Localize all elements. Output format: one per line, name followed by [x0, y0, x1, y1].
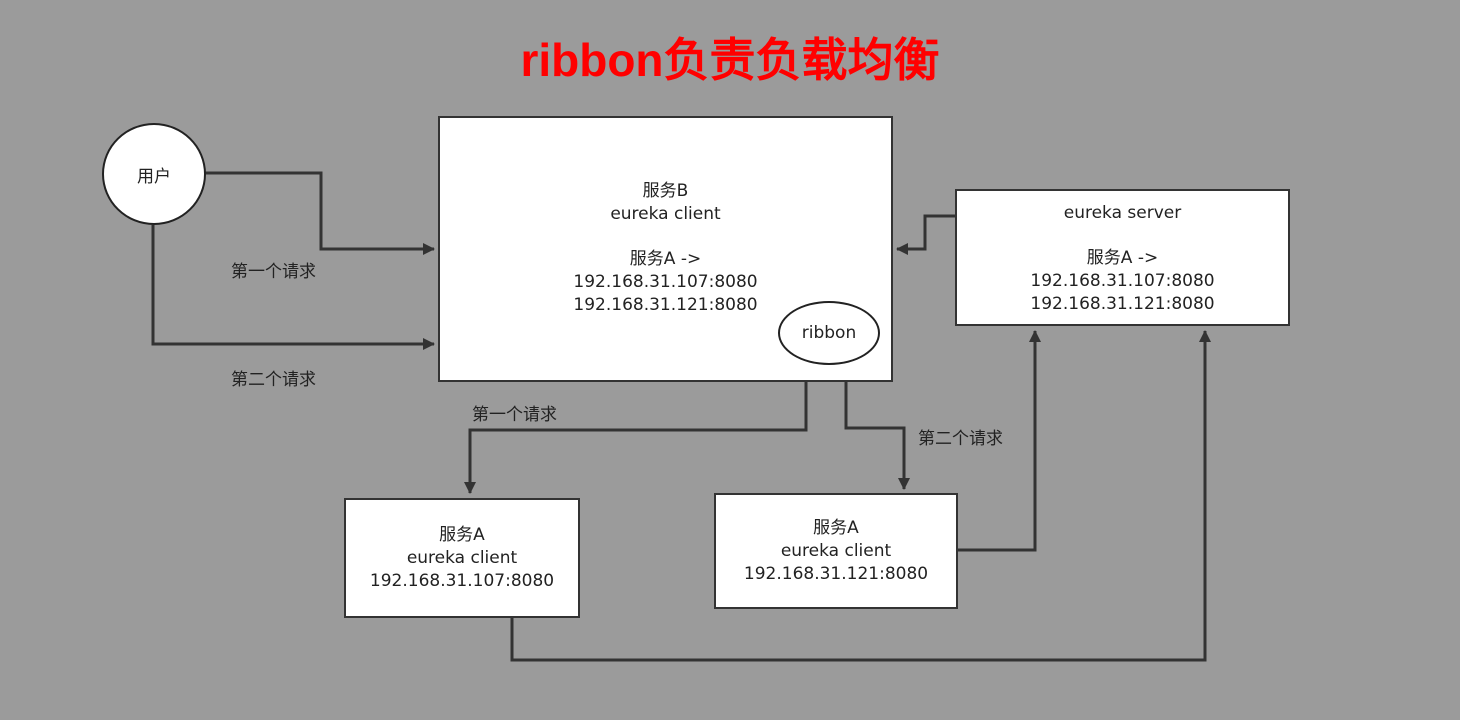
service-b-registry-address-1: 192.168.31.107:8080 [573, 272, 758, 292]
eureka-server-registry-address-1: 192.168.31.107:8080 [1030, 271, 1215, 291]
edge-label-user-second: 第二个请求 [231, 370, 316, 390]
user-node: 用户 [102, 123, 206, 225]
service-a-121-role: eureka client [780, 541, 892, 561]
ribbon-node: ribbon [778, 301, 880, 365]
edge-ribbon-second-request [844, 365, 910, 490]
edge-ribbon-first-request [464, 365, 808, 494]
eureka-server-registry-heading: 服务A -> [1086, 248, 1159, 268]
edge-eureka-to-service-b [896, 214, 955, 255]
eureka-server-box: eureka server 服务A -> 192.168.31.107:8080… [955, 189, 1290, 326]
edge-user-first-request [205, 171, 435, 255]
service-a-107-box: 服务A eureka client 192.168.31.107:8080 [344, 498, 580, 618]
edge-service-a-121-register [958, 330, 1041, 552]
service-a-107-role: eureka client [406, 548, 518, 568]
eureka-server-name: eureka server [1063, 203, 1182, 223]
edge-user-second-request [151, 225, 435, 350]
service-b-role: eureka client [610, 204, 721, 224]
service-b-name: 服务B [642, 181, 689, 201]
ribbon-label: ribbon [801, 323, 857, 343]
page-title: ribbon负责负载均衡 [520, 34, 940, 86]
user-label: 用户 [137, 166, 171, 187]
edge-service-a-107-register [510, 330, 1211, 662]
edge-label-ribbon-second: 第二个请求 [918, 429, 1003, 449]
service-a-107-address: 192.168.31.107:8080 [369, 571, 555, 591]
eureka-server-registry-address-2: 192.168.31.121:8080 [1030, 294, 1215, 314]
service-a-121-box: 服务A eureka client 192.168.31.121:8080 [714, 493, 958, 609]
edge-label-user-first: 第一个请求 [231, 262, 316, 282]
service-b-registry-heading: 服务A -> [629, 249, 702, 269]
service-a-121-name: 服务A [813, 518, 859, 538]
edge-label-ribbon-first: 第一个请求 [472, 405, 557, 425]
service-a-107-name: 服务A [439, 525, 485, 545]
service-a-121-address: 192.168.31.121:8080 [743, 564, 929, 584]
service-b-registry-address-2: 192.168.31.121:8080 [573, 295, 758, 315]
